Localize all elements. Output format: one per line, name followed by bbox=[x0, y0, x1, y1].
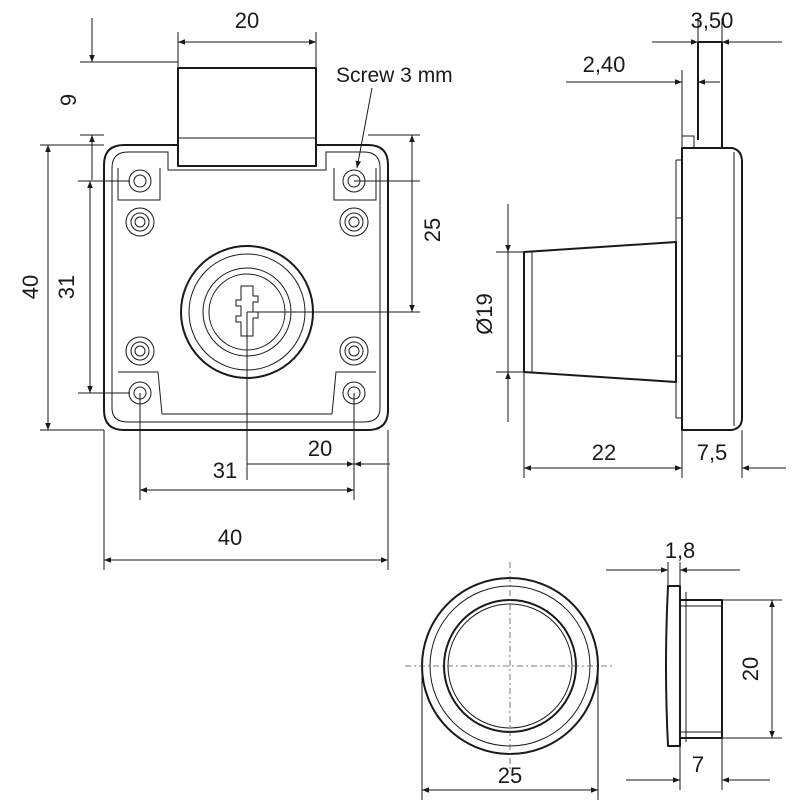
mounting-boss bbox=[339, 336, 369, 366]
rosette-side: 1,8 20 7 bbox=[606, 538, 782, 790]
dim-bolt-offset: 2,40 bbox=[583, 52, 626, 77]
dim-cylinder-length: 22 bbox=[592, 440, 616, 465]
dim-rosette-flange: 1,8 bbox=[665, 538, 696, 563]
dim-cylinder-diameter: Ø19 bbox=[472, 293, 497, 335]
mounting-boss bbox=[125, 336, 155, 366]
dim-rosette-diameter: 25 bbox=[498, 763, 522, 788]
bolt-block bbox=[177, 67, 317, 150]
dim-rosette-depth: 7 bbox=[692, 752, 704, 777]
dim-top-height: 9 bbox=[56, 94, 81, 106]
front-view: 20 9 Screw 3 mm 40 31 25 20 31 40 bbox=[18, 8, 453, 570]
dim-body-depth: 7,5 bbox=[697, 440, 728, 465]
mounting-boss bbox=[339, 207, 369, 237]
cylinder-body bbox=[523, 241, 677, 383]
dim-hole-spacing-horizontal: 31 bbox=[213, 458, 237, 483]
side-view: 3,50 2,40 Ø19 22 7,5 bbox=[472, 8, 786, 478]
mounting-boss bbox=[125, 207, 155, 237]
dim-plate-thickness: 3,50 bbox=[691, 8, 734, 33]
body-plate bbox=[681, 147, 743, 431]
bolt-plate bbox=[698, 41, 723, 148]
dim-body-height: 40 bbox=[18, 275, 43, 299]
lock-body bbox=[103, 144, 389, 431]
dim-rosette-height: 20 bbox=[738, 657, 763, 681]
screw-note: Screw 3 mm bbox=[336, 64, 453, 87]
dim-top-width: 20 bbox=[235, 8, 259, 33]
rosette-front: 25 bbox=[405, 562, 615, 800]
screw-hole bbox=[128, 169, 152, 193]
dim-screw-offset-horizontal: 20 bbox=[308, 436, 332, 461]
keyway bbox=[235, 285, 259, 337]
dim-body-width: 40 bbox=[218, 525, 242, 550]
dim-screw-offset-vertical: 25 bbox=[420, 218, 445, 242]
dim-hole-spacing-vertical: 31 bbox=[54, 275, 79, 299]
